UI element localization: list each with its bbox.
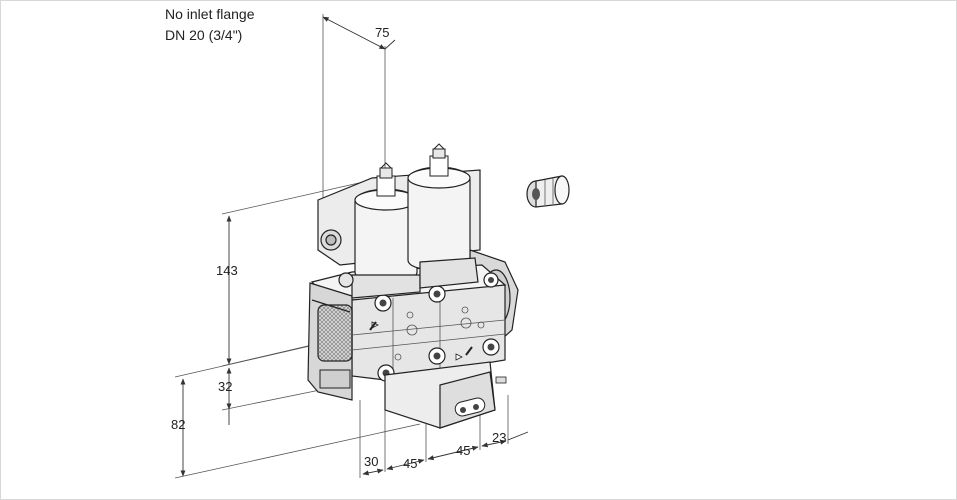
dimension-30-label: 30 — [364, 454, 378, 469]
dimension-32-label: 32 — [218, 379, 232, 394]
dimension-82-label: 82 — [171, 417, 185, 432]
dimension-45b-label: 45 — [456, 443, 470, 458]
note-dn-size: DN 20 (3/4") — [165, 27, 243, 43]
valve-assembly — [307, 143, 519, 429]
dimension-23-label: 23 — [492, 430, 506, 445]
dimension-45a-label: 45 — [403, 456, 417, 471]
cable-gland-part — [526, 175, 570, 208]
dimension-32: 32 — [218, 367, 321, 425]
dimension-75-label: 75 — [375, 25, 389, 40]
dimension-82: 82 — [171, 345, 421, 479]
dimension-75: 75 — [322, 14, 396, 210]
dimension-143-label: 143 — [216, 263, 238, 278]
note-inlet-flange: No inlet flange — [165, 6, 255, 22]
